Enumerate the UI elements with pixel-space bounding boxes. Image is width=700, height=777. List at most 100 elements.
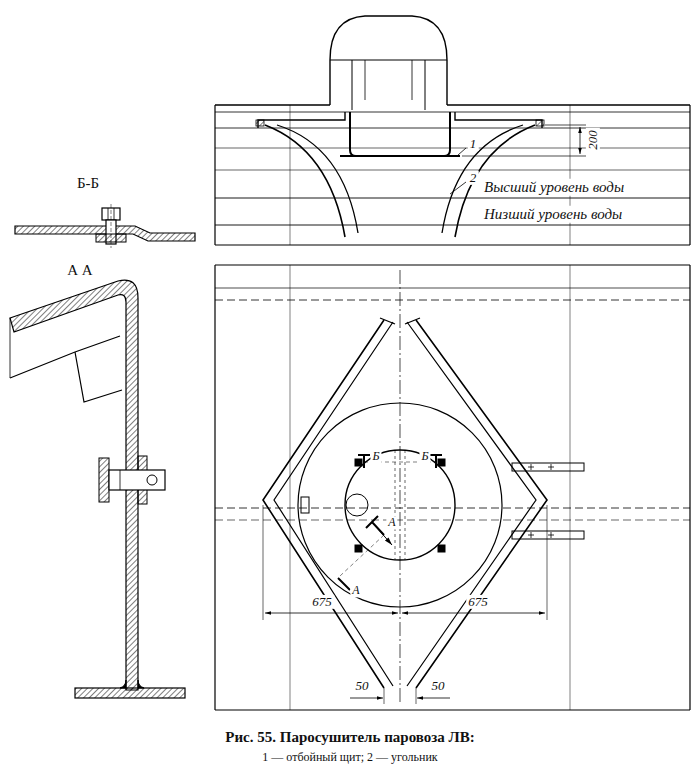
drawing-line [214, 265, 215, 710]
drawing-line [400, 270, 401, 705]
drawing-line [402, 613, 545, 614]
caption-key: 1 — отбойный щит; 2 — угольник [260, 751, 439, 764]
drawing-line [384, 688, 385, 704]
drawing-rect [355, 545, 362, 552]
drawing-line [447, 104, 690, 105]
drawing-path [265, 125, 345, 237]
drawing-line [570, 265, 571, 710]
drawing-line [108, 208, 109, 220]
drawing-line [114, 208, 115, 220]
drawing-path [528, 532, 554, 538]
drawing-line [111, 204, 112, 248]
elevation-view [215, 16, 690, 245]
drawing-line [570, 105, 571, 245]
drawing-rect [109, 470, 165, 490]
section-b-b [15, 204, 195, 248]
drawing-line [380, 318, 395, 324]
drawing-line [458, 148, 466, 155]
section-label: Б-Б [75, 175, 101, 192]
drawing-line [425, 60, 426, 110]
drawing-line [10, 318, 11, 378]
drawing-rect [536, 120, 544, 126]
drawing-path [330, 16, 447, 105]
water-level-note: Низший уровень воды [482, 206, 624, 223]
dimension: 675 [466, 595, 490, 609]
drawing-rect [256, 120, 264, 126]
section-mark: А [350, 584, 361, 597]
drawing-line [215, 508, 690, 509]
drawing-line [365, 60, 366, 100]
dimension: 50 [430, 679, 447, 693]
drawing-circle [346, 494, 368, 516]
drawing-path [15, 226, 195, 241]
dimension: 50 [354, 679, 371, 693]
drawing-line [412, 60, 413, 100]
drawing-line [689, 105, 690, 245]
drawing-line [215, 148, 690, 149]
drawing-path [528, 464, 554, 470]
drawing-rect [75, 688, 185, 698]
drawing-circle [298, 403, 502, 607]
drawing-line [462, 156, 586, 157]
drawing-rect [512, 463, 584, 471]
section-mark: Б [370, 450, 381, 463]
drawing-line [263, 505, 264, 620]
drawing-path [444, 112, 450, 156]
drawing-line [417, 698, 450, 699]
figure-caption: Рис. 55. Паросушитель паровоза ЛВ: [223, 729, 476, 746]
drawing-line [547, 505, 548, 620]
drawing-line [215, 264, 690, 265]
drawing-polyline [10, 336, 120, 378]
drawing-rect [438, 545, 445, 552]
drawing-line [215, 709, 690, 710]
drawing-line [215, 198, 690, 199]
drawing-line [580, 127, 581, 154]
drawing-line [215, 300, 690, 301]
drawing-path [258, 112, 345, 128]
drawing-rect [438, 459, 445, 466]
drawing-line [290, 105, 291, 245]
dimension: 675 [310, 595, 334, 609]
section-a-a [10, 280, 185, 698]
drawing-line [405, 450, 406, 560]
drawing-line [330, 60, 447, 61]
drawing-line [416, 688, 417, 704]
drawing-line [215, 104, 330, 105]
callout-number: 1 [468, 137, 479, 151]
drawing-rect [512, 531, 584, 539]
drawing-line [395, 450, 396, 560]
drawing-circle [345, 450, 455, 560]
drawing-line [405, 318, 420, 324]
section-mark: А [386, 516, 397, 529]
drawing-line [340, 535, 384, 576]
drawing-path [430, 455, 442, 468]
drawing-polyline [75, 352, 122, 402]
drawing-path [277, 125, 358, 233]
drawing-polyline [407, 322, 536, 686]
drawing-path [455, 112, 542, 128]
drawing-path [338, 578, 350, 590]
section-mark: Б [419, 450, 430, 463]
drawing-line [265, 613, 398, 614]
drawing-polyline [263, 320, 384, 688]
drawing-rect [355, 459, 362, 466]
drawing-line [215, 112, 690, 113]
drawing-path [138, 680, 144, 688]
drawing-line [352, 60, 353, 110]
drawing-line [290, 265, 291, 710]
drawing-circle [147, 475, 157, 485]
drawing-rect [99, 458, 109, 502]
callout-number: 2 [468, 171, 479, 185]
drawing-line [545, 125, 586, 126]
drawing-path [358, 455, 370, 468]
plan-view [215, 265, 690, 710]
drawing-line [689, 265, 690, 710]
drawing-polyline [416, 320, 547, 688]
drawing-line [450, 182, 466, 194]
drawing-line [350, 698, 383, 699]
drawing-line [340, 155, 460, 157]
drawing-line [214, 105, 215, 245]
drawing-path [350, 112, 356, 156]
section-label: А А [65, 262, 94, 279]
